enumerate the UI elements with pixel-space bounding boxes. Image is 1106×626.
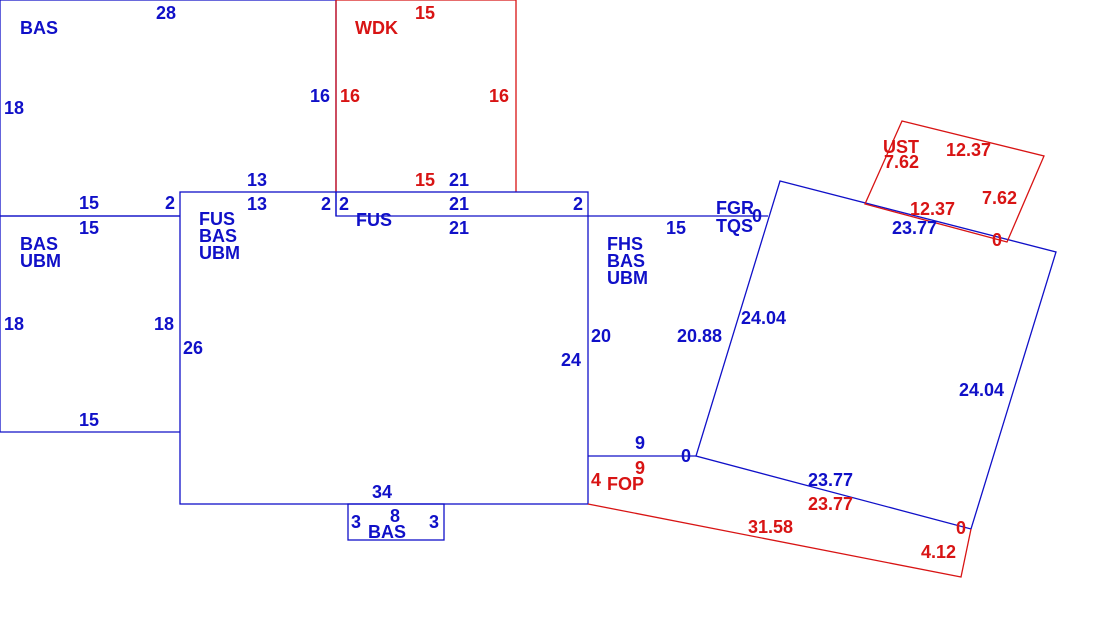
outline-ust [864, 120, 1045, 243]
area-code-fus-center-3: UBM [199, 243, 240, 263]
dim-fhs-top: 15 [666, 218, 686, 238]
dim-fus-center-right: 24 [561, 350, 581, 370]
area-code-fgr-1: FGR [716, 198, 754, 218]
dim-bas-left-step: 2 [165, 193, 175, 213]
area-code-ust: UST [883, 137, 919, 157]
area-code-fop: FOP [607, 474, 644, 494]
dim-ust-bottom: 12.37 [910, 199, 955, 219]
dim-fgr-corner-bottom-left: 0 [681, 446, 691, 466]
area-code-fus-center-1: FUS [199, 209, 235, 229]
outline-wdk [335, 0, 517, 192]
dim-fgr-right: 24.04 [959, 380, 1004, 400]
dim-bas-top-right: 16 [310, 86, 330, 106]
dim-ust-top: 12.37 [946, 140, 991, 160]
area-code-fhs-3: UBM [607, 268, 648, 288]
dim-fus-upper-right-a: 21 [449, 194, 469, 214]
dim-bas-bump-left: 3 [351, 512, 361, 532]
area-code-fus-center-2: BAS [199, 226, 237, 246]
dim-fus-center-top-a: 13 [247, 170, 267, 190]
dim-wdk-bottom: 15 [415, 170, 435, 190]
dim-bas-left-top: 15 [79, 218, 99, 238]
dim-wdk-top: 15 [415, 3, 435, 23]
area-code-fgr-2: TQS [716, 216, 753, 236]
dim-fhs-bottom: 9 [635, 433, 645, 453]
dim-fus-center-top-b: 13 [247, 194, 267, 214]
area-code-wdk: WDK [355, 18, 398, 38]
dim-fgr-corner-top: 0 [752, 206, 762, 226]
dim-bas-top-top: 28 [156, 3, 176, 23]
dim-fop-bottom: 31.58 [748, 517, 793, 537]
outline-fus-step [335, 192, 588, 217]
area-code-fhs-2: BAS [607, 251, 645, 271]
dim-fgr-top: 23.77 [892, 218, 937, 238]
dim-fhs-right: 20.88 [677, 326, 722, 346]
dim-fus-upper-step: 2 [573, 194, 583, 214]
dim-bas-bump-top: 8 [390, 506, 400, 526]
dim-fgr-left: 24.04 [741, 308, 786, 328]
dim-fus-upper-right-b: 21 [449, 218, 469, 238]
outline-bas-left-box [0, 215, 180, 433]
dim-fop-top: 9 [635, 458, 645, 478]
outline-bas-bump [347, 503, 445, 541]
dim-wdk-left: 16 [340, 86, 360, 106]
dim-ust-left: 7.62 [884, 152, 919, 172]
dim-bas-left-right: 18 [154, 314, 174, 334]
outline-fhs [588, 215, 768, 457]
dim-bas-left-bottom: 15 [79, 410, 99, 430]
dim-fus-center-bottom: 34 [372, 482, 392, 502]
dim-fgr-corner-right: 0 [992, 230, 1002, 250]
dim-fus-center-top-right: 21 [449, 170, 469, 190]
dim-fop-right: 4.12 [921, 542, 956, 562]
area-code-fus-upper: FUS [356, 210, 392, 230]
dim-bas-top-bottom: 15 [79, 193, 99, 213]
dim-bas-top-left: 18 [4, 98, 24, 118]
area-code-fhs-1: FHS [607, 234, 643, 254]
dim-fgr-bottom: 23.77 [808, 470, 853, 490]
outline-fus-center [179, 191, 589, 505]
dim-bas-bump-right: 3 [429, 512, 439, 532]
area-code-bas-left-2: UBM [20, 251, 61, 271]
dim-fgr-corner-bottom-right: 0 [956, 518, 966, 538]
dim-fus-upper-left: 2 [339, 194, 349, 214]
area-code-bas-bump: BAS [368, 522, 406, 542]
dim-fus-center-step: 2 [321, 194, 331, 214]
dim-fhs-left: 20 [591, 326, 611, 346]
dim-fus-center-left: 26 [183, 338, 203, 358]
area-code-bas-top: BAS [20, 18, 58, 38]
dim-wdk-right: 16 [489, 86, 509, 106]
dim-bas-left-left: 18 [4, 314, 24, 334]
dim-ust-right: 7.62 [982, 188, 1017, 208]
dim-fop-left: 4 [591, 470, 601, 490]
outline-fop [587, 503, 972, 578]
dim-fop-diag: 23.77 [808, 494, 853, 514]
area-code-bas-left-1: BAS [20, 234, 58, 254]
